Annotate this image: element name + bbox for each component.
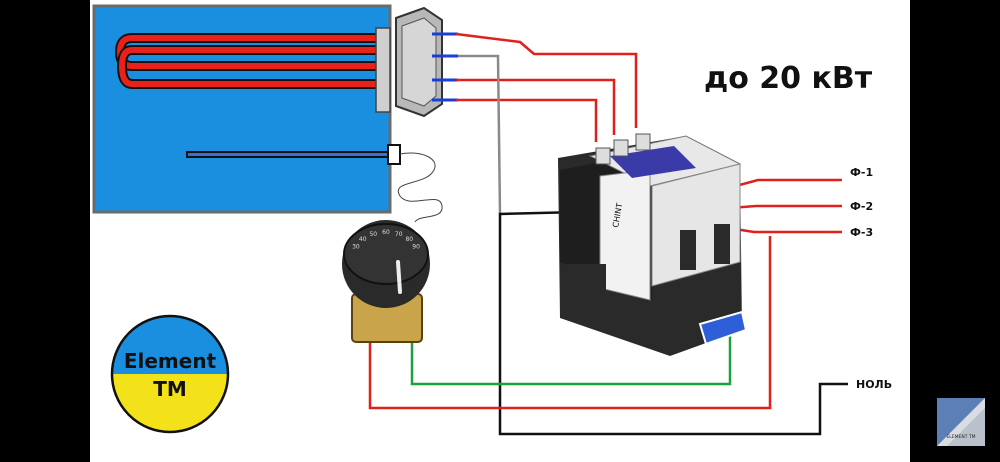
power-wires-to-heater <box>455 32 638 142</box>
thermostat-scale-label: 50 <box>369 231 377 238</box>
phase-label-2: Ф-2 <box>850 200 873 213</box>
element-tm-logo: Element TM <box>110 314 230 434</box>
thermostat-scale-label: 90 <box>412 244 420 251</box>
watermark-text: ELEMENT TM <box>946 434 975 440</box>
sensor-tube-inner <box>188 153 390 156</box>
thermostat-pointer <box>396 260 402 294</box>
thermostat-scale-label: 40 <box>359 236 367 243</box>
power-rating-title: до 20 кВт <box>704 61 873 96</box>
thermostat-scale-label: 30 <box>352 244 360 251</box>
contactor-brand: CHINT <box>611 202 624 228</box>
logo-line1: Element <box>124 349 217 373</box>
thermostat-scale-label: 80 <box>405 236 413 243</box>
contactor: CHINT <box>558 133 748 356</box>
capillary-tube <box>397 152 443 223</box>
phase-label-1: Ф-1 <box>850 166 873 179</box>
heating-element <box>114 33 387 89</box>
gray-wire <box>458 54 502 215</box>
thermostat-scale-label: 70 <box>395 231 403 238</box>
black-wires <box>498 210 848 436</box>
flange-terminals <box>432 32 458 102</box>
neutral-label: НОЛЬ <box>856 378 892 391</box>
watermark-logo: ELEMENT TM <box>937 398 985 446</box>
phase-label-3: Ф-3 <box>850 226 873 239</box>
sensor-holder <box>387 144 401 165</box>
red-wire-thermostat <box>368 236 772 410</box>
thermostat-scale-label: 60 <box>382 229 390 236</box>
logo-line2: TM <box>153 377 187 401</box>
heater-flange <box>375 6 443 118</box>
